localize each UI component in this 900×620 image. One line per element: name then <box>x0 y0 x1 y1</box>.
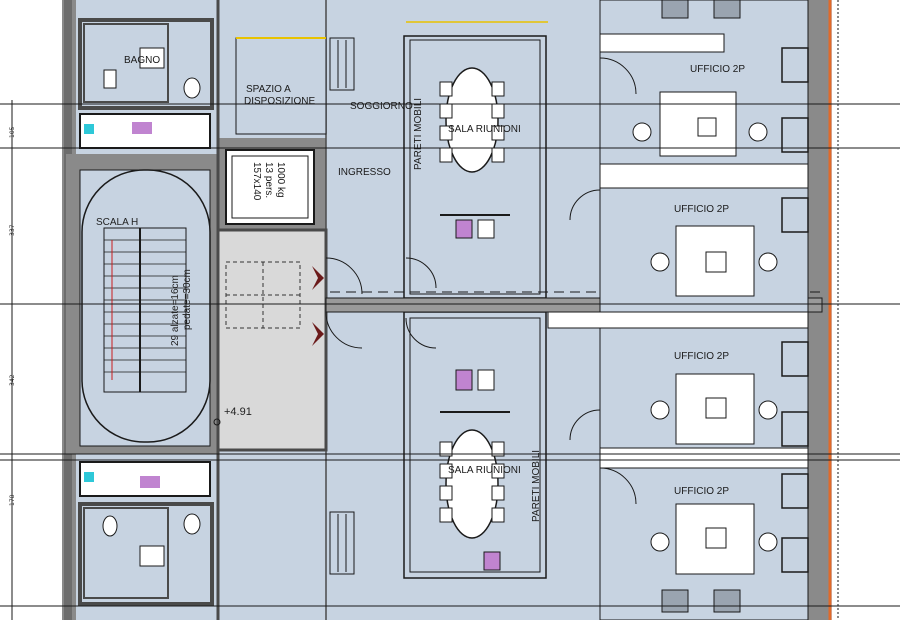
label-sala-riunioni-top: SALA RIUNIONI <box>448 124 521 135</box>
stair-riser-note: 29 alzate=16cm <box>170 275 181 346</box>
bagno-top-toilet <box>103 69 117 89</box>
projector-bottom <box>455 369 473 391</box>
meeting-table-bottom <box>445 429 499 539</box>
projector-bottom-box <box>477 369 495 391</box>
bagno-bottom-toilet-a <box>102 515 118 537</box>
right-window-frames <box>781 47 809 573</box>
dim-342: 342 <box>9 374 16 386</box>
label-scala: SCALA H <box>96 217 138 228</box>
label-spazio: SPAZIO A <box>246 84 291 95</box>
dim-105: 105 <box>9 126 16 138</box>
label-disposizione: DISPOSIZIONE <box>244 96 315 107</box>
label-ufficio-1: UFFICIO 2P <box>690 64 745 75</box>
elevation-symbol <box>213 418 221 426</box>
kitchenette-top-accent2 <box>132 122 152 134</box>
projector-bottom-2 <box>483 551 501 571</box>
elevator-capacity: 1000 kg <box>275 162 286 198</box>
meeting-room-bottom-inner <box>409 317 541 573</box>
label-ufficio-3: UFFICIO 2P <box>674 351 729 362</box>
bagno-top-wc-icon <box>183 77 201 99</box>
bagno-top-sink <box>139 47 165 69</box>
kitchenette-bottom-accent <box>84 472 94 482</box>
door-swings <box>325 57 637 505</box>
lift-lobby <box>216 228 328 452</box>
elevator-inner <box>231 155 309 219</box>
meeting-chairs-bottom <box>439 441 505 523</box>
shelving-top <box>329 37 355 91</box>
stair-treads <box>104 239 186 373</box>
kitchenette-top-accent <box>84 124 94 134</box>
stair-inner-run <box>103 227 187 393</box>
dimension-ticks <box>8 100 16 620</box>
projector-top <box>455 219 473 239</box>
meeting-table-top <box>445 67 499 173</box>
label-pareti-mobili-bottom: PARETI MOBILI <box>531 450 542 522</box>
projector-top-box <box>477 219 495 239</box>
stair-tread-note: pedate=30cm <box>182 269 193 330</box>
shelving-bottom <box>329 511 355 575</box>
bagno-bottom-toilet-b <box>183 513 201 535</box>
label-sala-riunioni-bottom: SALA RIUNIONI <box>448 465 521 476</box>
meeting-room-top-inner <box>409 39 541 295</box>
elevator-size: 157x140 <box>251 162 262 201</box>
dim-178: 178 <box>9 494 16 506</box>
dim-337: 337 <box>9 224 16 236</box>
cabinet-row-top <box>547 33 809 469</box>
label-bagno: BAGNO <box>124 55 160 66</box>
spazio-disposizione-area <box>235 37 327 135</box>
entry-arrow-top <box>312 266 324 290</box>
meeting-chairs-top <box>439 81 505 163</box>
label-ingresso: INGRESSO <box>338 167 391 178</box>
elevator-persons: 13 pers. <box>263 162 274 198</box>
kitchenette-bottom-accent2 <box>140 476 160 488</box>
label-ufficio-4: UFFICIO 2P <box>674 486 729 497</box>
label-soggiorno: SOGGIORNO <box>350 101 413 112</box>
label-ufficio-2: UFFICIO 2P <box>674 204 729 215</box>
label-pareti-mobili-top: PARETI MOBILI <box>413 98 424 170</box>
entry-arrow-bottom <box>312 322 324 346</box>
bagno-bottom-sink <box>139 545 165 567</box>
elevation-marker: +4.91 <box>224 406 252 418</box>
